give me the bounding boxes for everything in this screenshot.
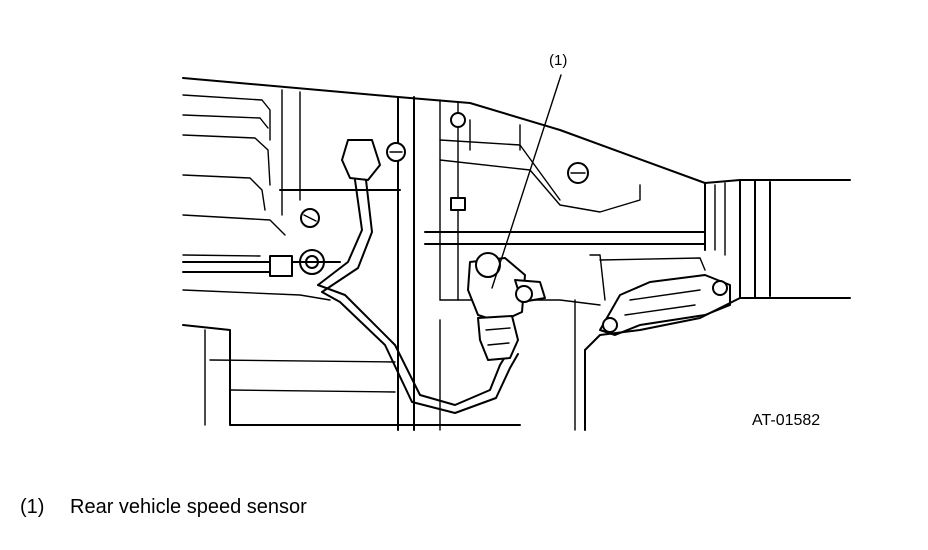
bolt-icon — [299, 112, 589, 303]
speed-sensor-illustration — [467, 252, 546, 361]
transmission-housing — [182, 77, 851, 431]
legend-key: (1) — [20, 496, 45, 518]
wire-harness — [182, 139, 519, 414]
callout-label: (1) — [549, 52, 568, 69]
legend: (1) Rear vehicle speed sensor — [20, 496, 307, 519]
legend-text: Rear vehicle speed sensor — [70, 496, 307, 518]
figure-code: AT-01582 — [752, 412, 821, 429]
callout-leader-line — [491, 74, 562, 289]
